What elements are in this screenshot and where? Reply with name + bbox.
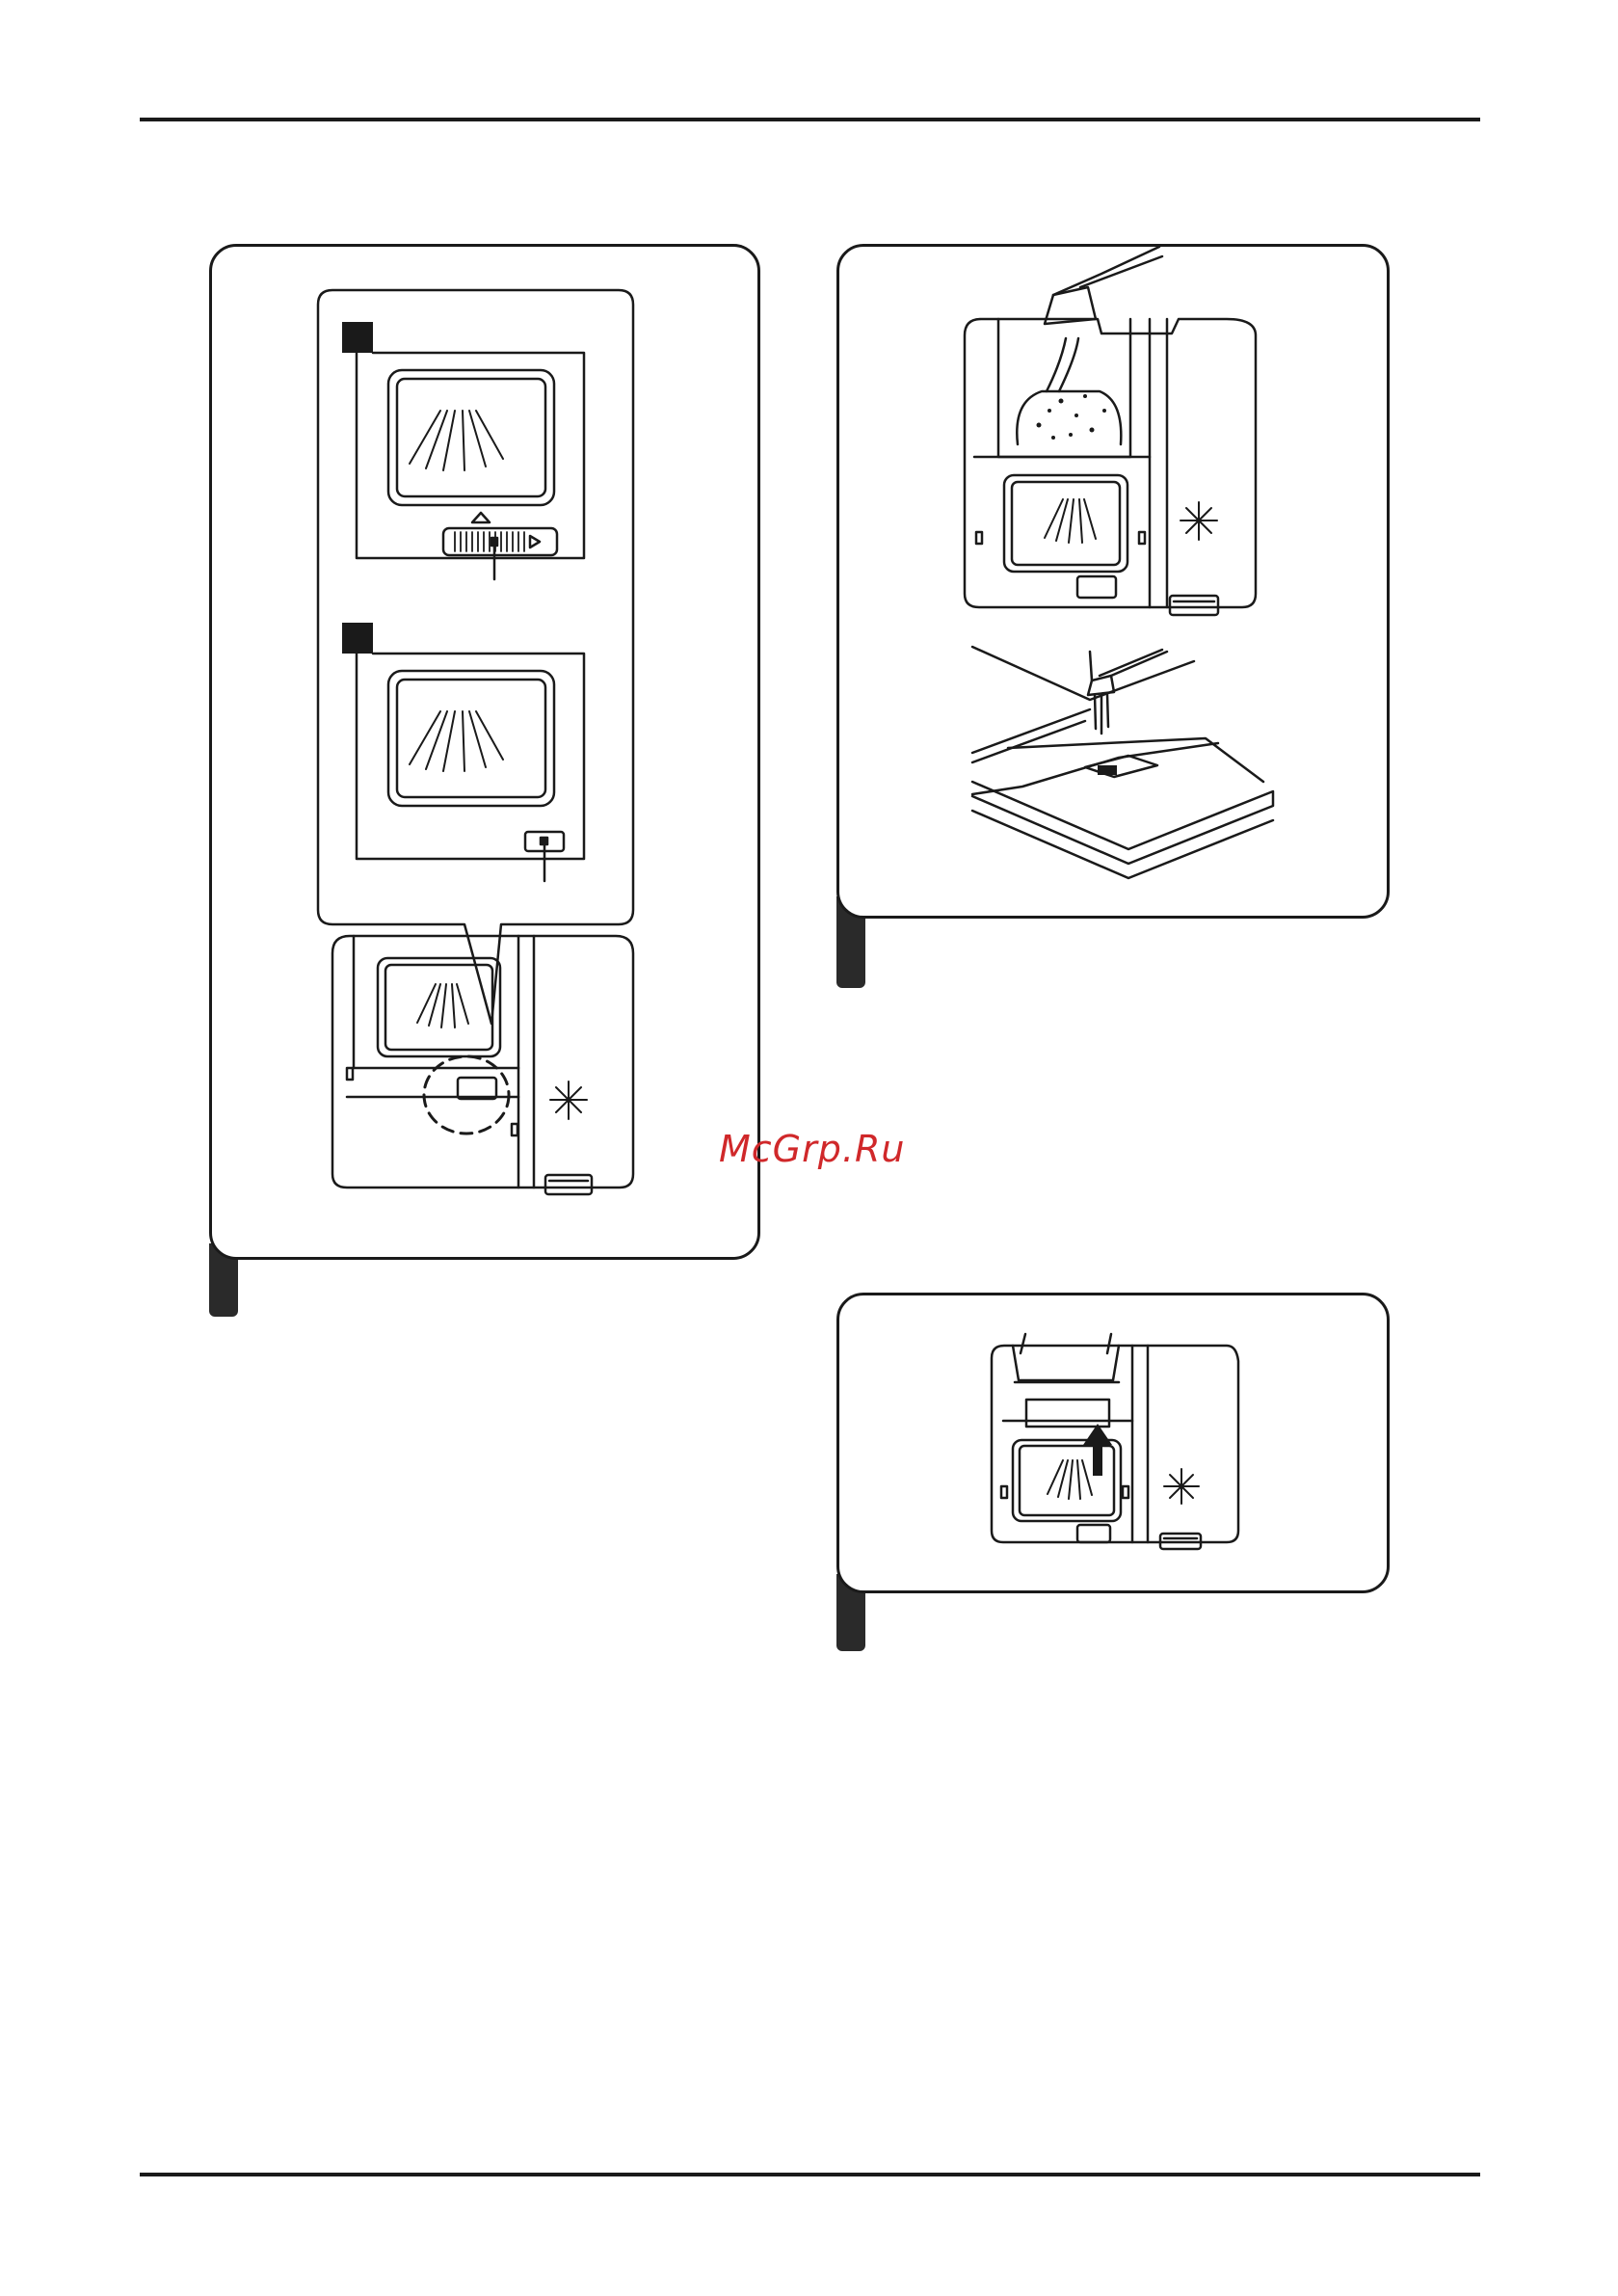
figure-3-panel <box>836 1293 1390 1593</box>
dispenser-level-illustration <box>212 247 757 1257</box>
figure-2-panel <box>836 244 1390 919</box>
arrow-up-icon <box>1083 1424 1112 1476</box>
close-lid-illustration <box>839 1295 1387 1590</box>
callout-b-marker <box>342 623 373 654</box>
footer-rule <box>140 2173 1480 2176</box>
pour-detergent-illustration <box>839 247 1387 916</box>
watermark: McGrp.Ru <box>719 1128 905 1170</box>
figure-1-panel <box>209 244 760 1260</box>
header-rule <box>140 118 1480 121</box>
callout-a-marker <box>342 322 373 353</box>
